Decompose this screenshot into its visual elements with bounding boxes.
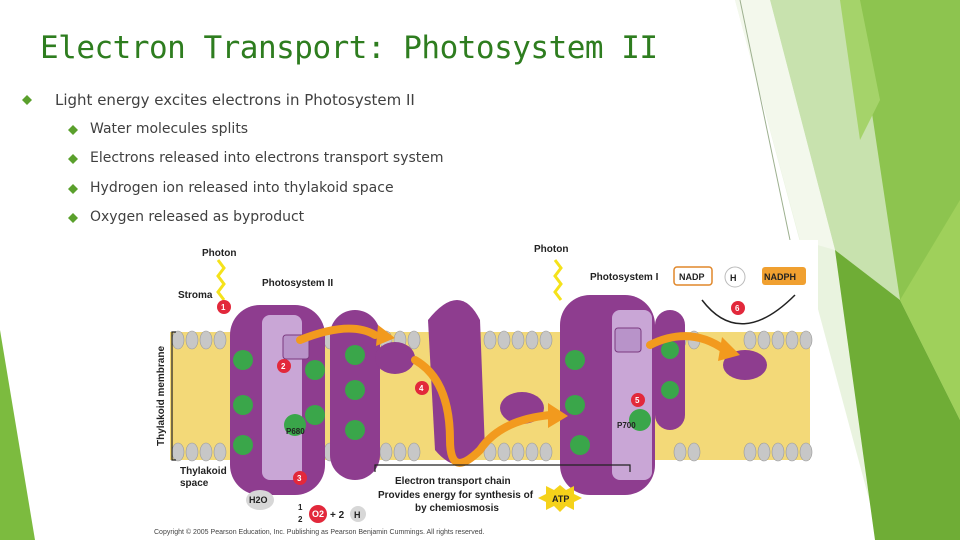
etc-label: Electron transport chain: [395, 476, 511, 487]
diamond-bullet-icon: [68, 125, 78, 135]
half-numerator: 1: [298, 503, 303, 512]
membrane-bracket: [171, 331, 176, 461]
diamond-bullet-icon: [68, 184, 78, 194]
step-number: 1: [221, 303, 226, 312]
p700-label: P700: [617, 421, 636, 430]
etc-bracket: [374, 464, 631, 472]
photosystem-diagram: 1 2 3 4 5 6 Photon Photon Photosystem II…: [150, 240, 818, 540]
step-number: 4: [419, 384, 424, 393]
plus-two-label: + 2: [330, 510, 345, 521]
oxygen-molecule-icon: [309, 505, 327, 523]
stroma-label: Stroma: [178, 290, 213, 301]
step-number: 5: [635, 396, 640, 405]
h-plus-label: H: [730, 273, 737, 283]
step-markers: [217, 300, 745, 485]
water-molecule-icon: [246, 490, 274, 510]
thylakoid-membrane-label: Thylakoid membrane: [156, 346, 167, 446]
nadp-reduction-arrow: [701, 294, 796, 325]
photon-label: Photon: [202, 248, 236, 259]
etc-description: by chemiosmosis: [415, 503, 499, 514]
water-label: H2O: [249, 495, 268, 505]
hydrogen-ion-icon: [350, 506, 366, 522]
photon-label: Photon: [534, 244, 568, 255]
thylakoid-space-label: space: [180, 478, 209, 489]
h-plus-badge: [724, 266, 746, 288]
arrow-heads: [376, 325, 740, 428]
step-number: 6: [735, 304, 740, 313]
h-ion-label: H: [354, 510, 361, 520]
etc-description: Provides energy for synthesis of: [378, 490, 534, 501]
atp-label: ATP: [552, 494, 569, 504]
photosystem-ii-complex: [230, 305, 380, 495]
nadp-label: NADP: [679, 272, 705, 282]
oxygen-label: O2: [312, 509, 324, 519]
copyright-text: Copyright © 2005 Pearson Education, Inc.…: [154, 528, 484, 536]
nadp-box: [673, 266, 713, 286]
slide-title: Electron Transport: Photosystem II: [40, 30, 658, 66]
p680-label: P680: [286, 427, 305, 436]
electron-flow-arrows: [296, 324, 729, 467]
atp-starburst-icon: [538, 485, 582, 512]
diamond-bullet-icon: [68, 213, 78, 223]
photon-squiggle-icon: [216, 259, 563, 301]
diamond-bullet-icon: [68, 154, 78, 164]
step-number: 2: [281, 362, 286, 371]
half-denominator: 2: [298, 515, 303, 524]
photosystem-i-label: Photosystem I: [590, 272, 659, 283]
thylakoid-space-label: Thylakoid: [180, 466, 227, 477]
nadph-box: [762, 267, 806, 285]
diamond-bullet-icon: [22, 95, 32, 105]
step-number: 3: [297, 474, 302, 483]
nadph-label: NADPH: [764, 272, 796, 282]
photosystem-ii-label: Photosystem II: [262, 278, 333, 289]
